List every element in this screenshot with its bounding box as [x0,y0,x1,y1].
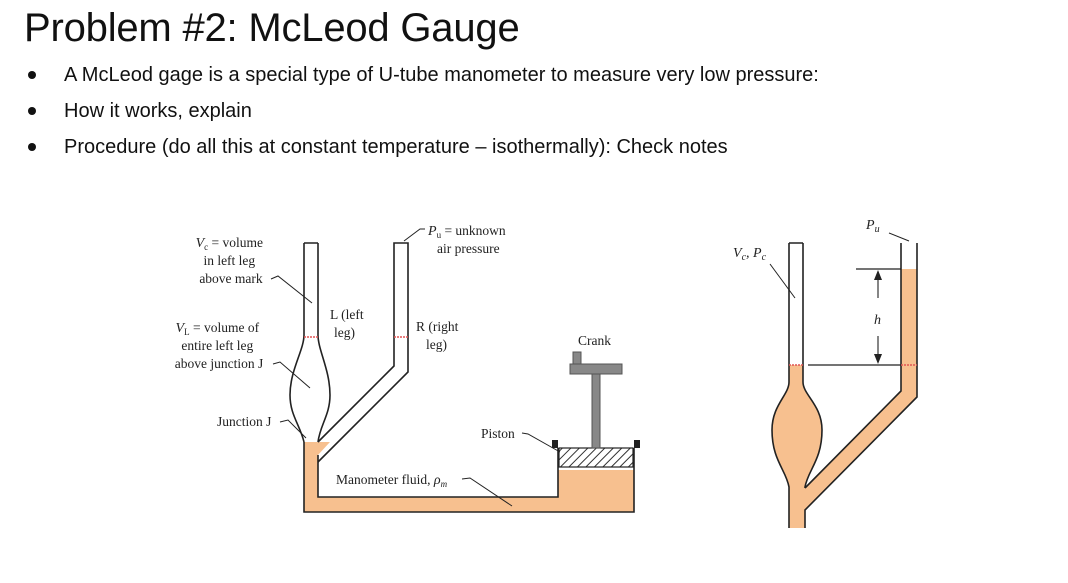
junction-label: Junction J [217,414,271,429]
vc-pc-pointer [769,263,796,299]
vc-pointer [270,275,313,304]
bullet-dot [28,71,36,79]
bullet-list: A McLeod gage is a special type of U-tub… [22,62,819,170]
right-pu-label: Pu [865,218,880,235]
bullet-text: How it works, explain [64,100,252,122]
fluid-label: Manometer fluid, ρm [336,472,448,489]
pu-label: Pu = unknown air pressure [427,223,509,256]
u-tube-outline [303,442,635,513]
bullet-text: Procedure (do all this at constant tempe… [64,136,728,158]
right-leg-tube [317,242,409,463]
right-left-leg-fluid [772,365,822,528]
left-leg-label: L (left leg) [330,307,367,340]
bullet-dot [28,143,36,151]
crank-handle [569,363,623,375]
vc-label: Vc = volume in left leg above mark [196,235,267,286]
vc-pc-label: Vc, Pc [733,246,767,263]
vl-label: VL = volume of entire left leg above jun… [175,320,263,371]
right-right-leg-fluid [805,269,917,510]
piston-rod [591,373,601,449]
crank-knob [572,351,582,365]
bullet-dot [28,107,36,115]
u-tube-inner [317,455,559,498]
crank-label: Crank [578,333,611,348]
piston-pointer [521,432,561,453]
right-open-tube [804,243,918,528]
right-pu-pointer [888,232,910,242]
piston-guide [552,440,558,448]
bullet-item: A McLeod gage is a special type of U-tub… [22,62,819,98]
left-gauge-diagram: Vc = volume in left leg above mark VL = … [175,223,640,513]
piston [558,447,634,468]
piston-label: Piston [481,426,515,441]
bullet-item: Procedure (do all this at constant tempe… [22,134,819,170]
junction-fluid [318,442,330,455]
pu-pointer [403,228,425,242]
vl-pointer [272,361,311,389]
right-closed-tube [771,242,823,528]
fluid-pointer [461,477,513,507]
piston-guide [634,440,640,448]
h-arrow-head-down [874,354,882,364]
h-label: h [874,313,881,328]
bullet-item: How it works, explain [22,98,819,134]
junction-pointer [279,419,307,439]
slide-title: Problem #2: McLeod Gauge [24,6,520,50]
left-leg-tube [289,242,331,443]
right-gauge-diagram: Vc, Pc Pu h [733,218,918,528]
h-arrow-head-up [874,270,882,280]
bullet-text: A McLeod gage is a special type of U-tub… [64,64,819,86]
right-leg-label: R (right leg) [416,319,462,352]
manometer-fluid [304,442,634,512]
